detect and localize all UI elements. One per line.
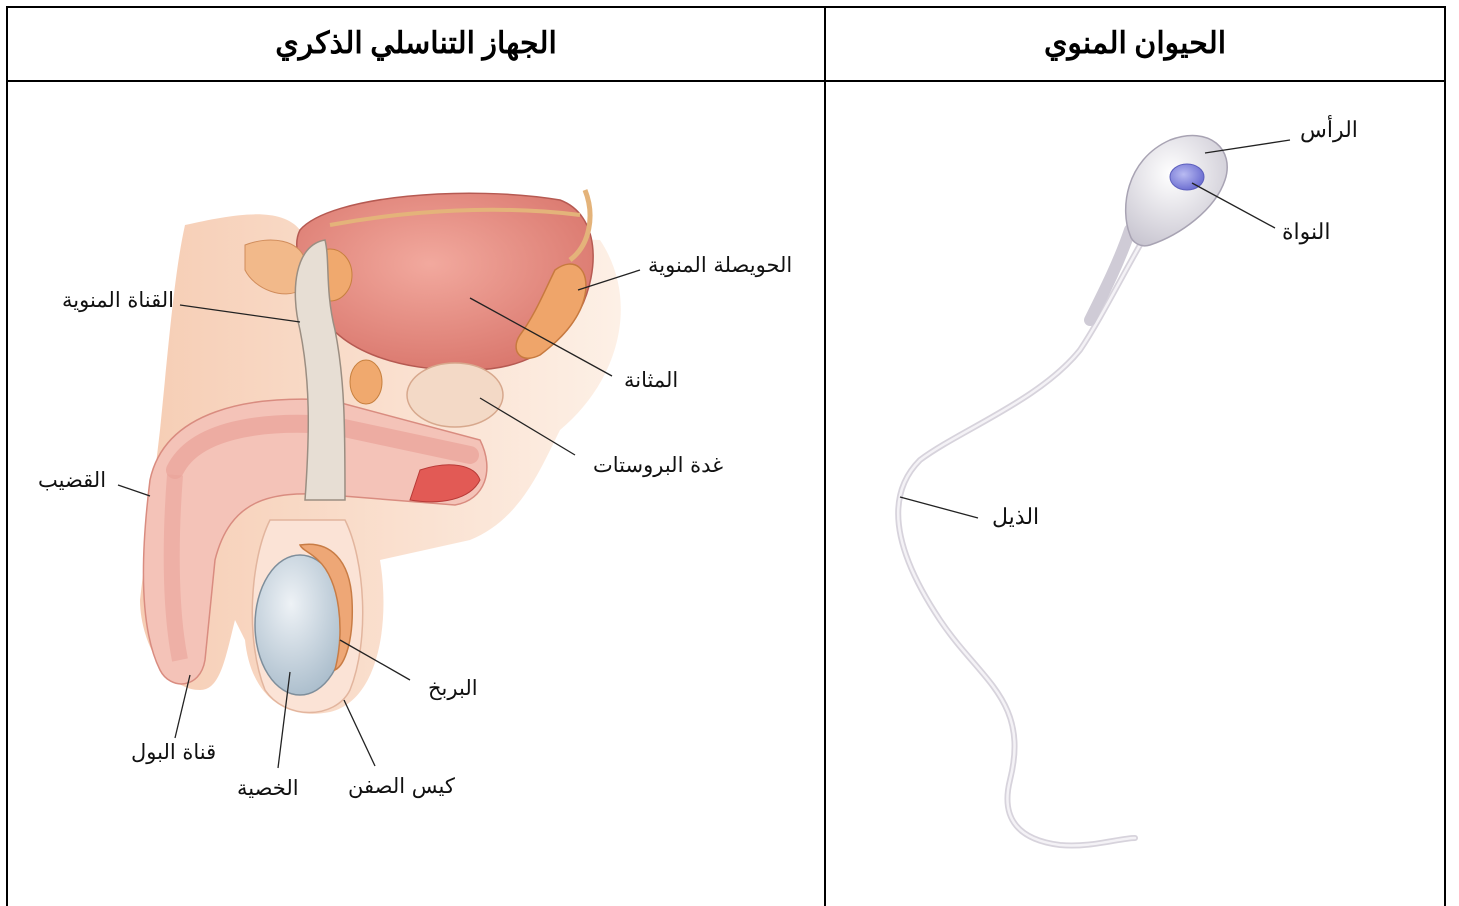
label-testis: الخصية xyxy=(237,778,299,799)
label-urethra: قناة البول xyxy=(131,742,216,763)
label-bladder: المثانة xyxy=(624,370,678,391)
label-nucleus: النواة xyxy=(1282,222,1330,244)
sperm-tail xyxy=(898,245,1140,846)
label-tail: الذيل xyxy=(992,507,1039,529)
label-penis: القضيب xyxy=(38,470,106,491)
label-prostate: غدة البروستات xyxy=(593,455,723,476)
label-seminal-vesicle: الحويصلة المنوية xyxy=(648,255,792,276)
label-scrotum: كيس الصفن xyxy=(348,776,455,797)
label-head: الرأس xyxy=(1300,120,1358,142)
label-epididymis: البربخ xyxy=(428,678,478,699)
label-vas-deferens: القناة المنوية xyxy=(62,290,174,311)
